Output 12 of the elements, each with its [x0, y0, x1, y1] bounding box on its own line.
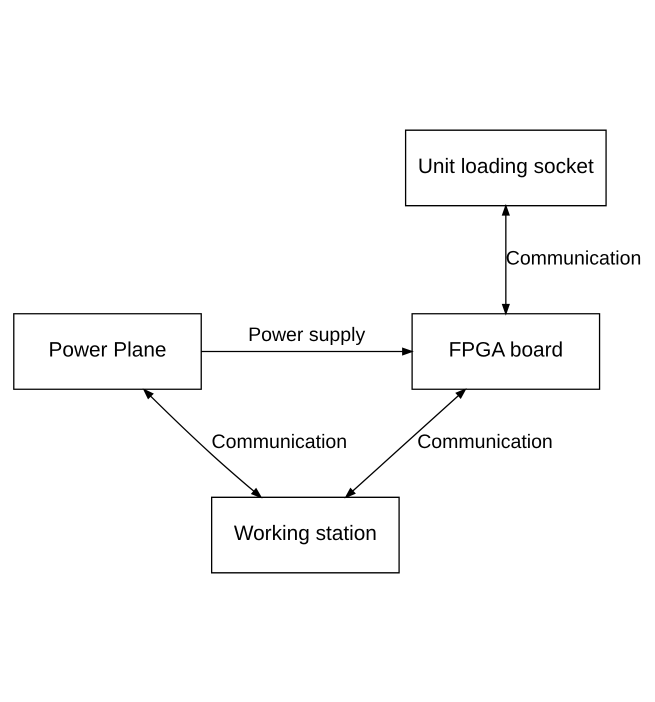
- node-box: FPGA board: [411, 312, 600, 390]
- arrow: [142, 388, 262, 498]
- node-box: Power Plane: [13, 312, 202, 390]
- node-box: Working station: [211, 496, 400, 573]
- arrow: [502, 203, 510, 316]
- arrow: [201, 346, 414, 356]
- edge-label: Communication: [506, 246, 642, 269]
- node-box: Unit loading socket: [404, 129, 607, 206]
- arrow: [344, 388, 467, 498]
- edge-label: Power supply: [248, 324, 366, 346]
- edge-label: Communication: [212, 430, 348, 452]
- edge-label: Communication: [417, 430, 553, 452]
